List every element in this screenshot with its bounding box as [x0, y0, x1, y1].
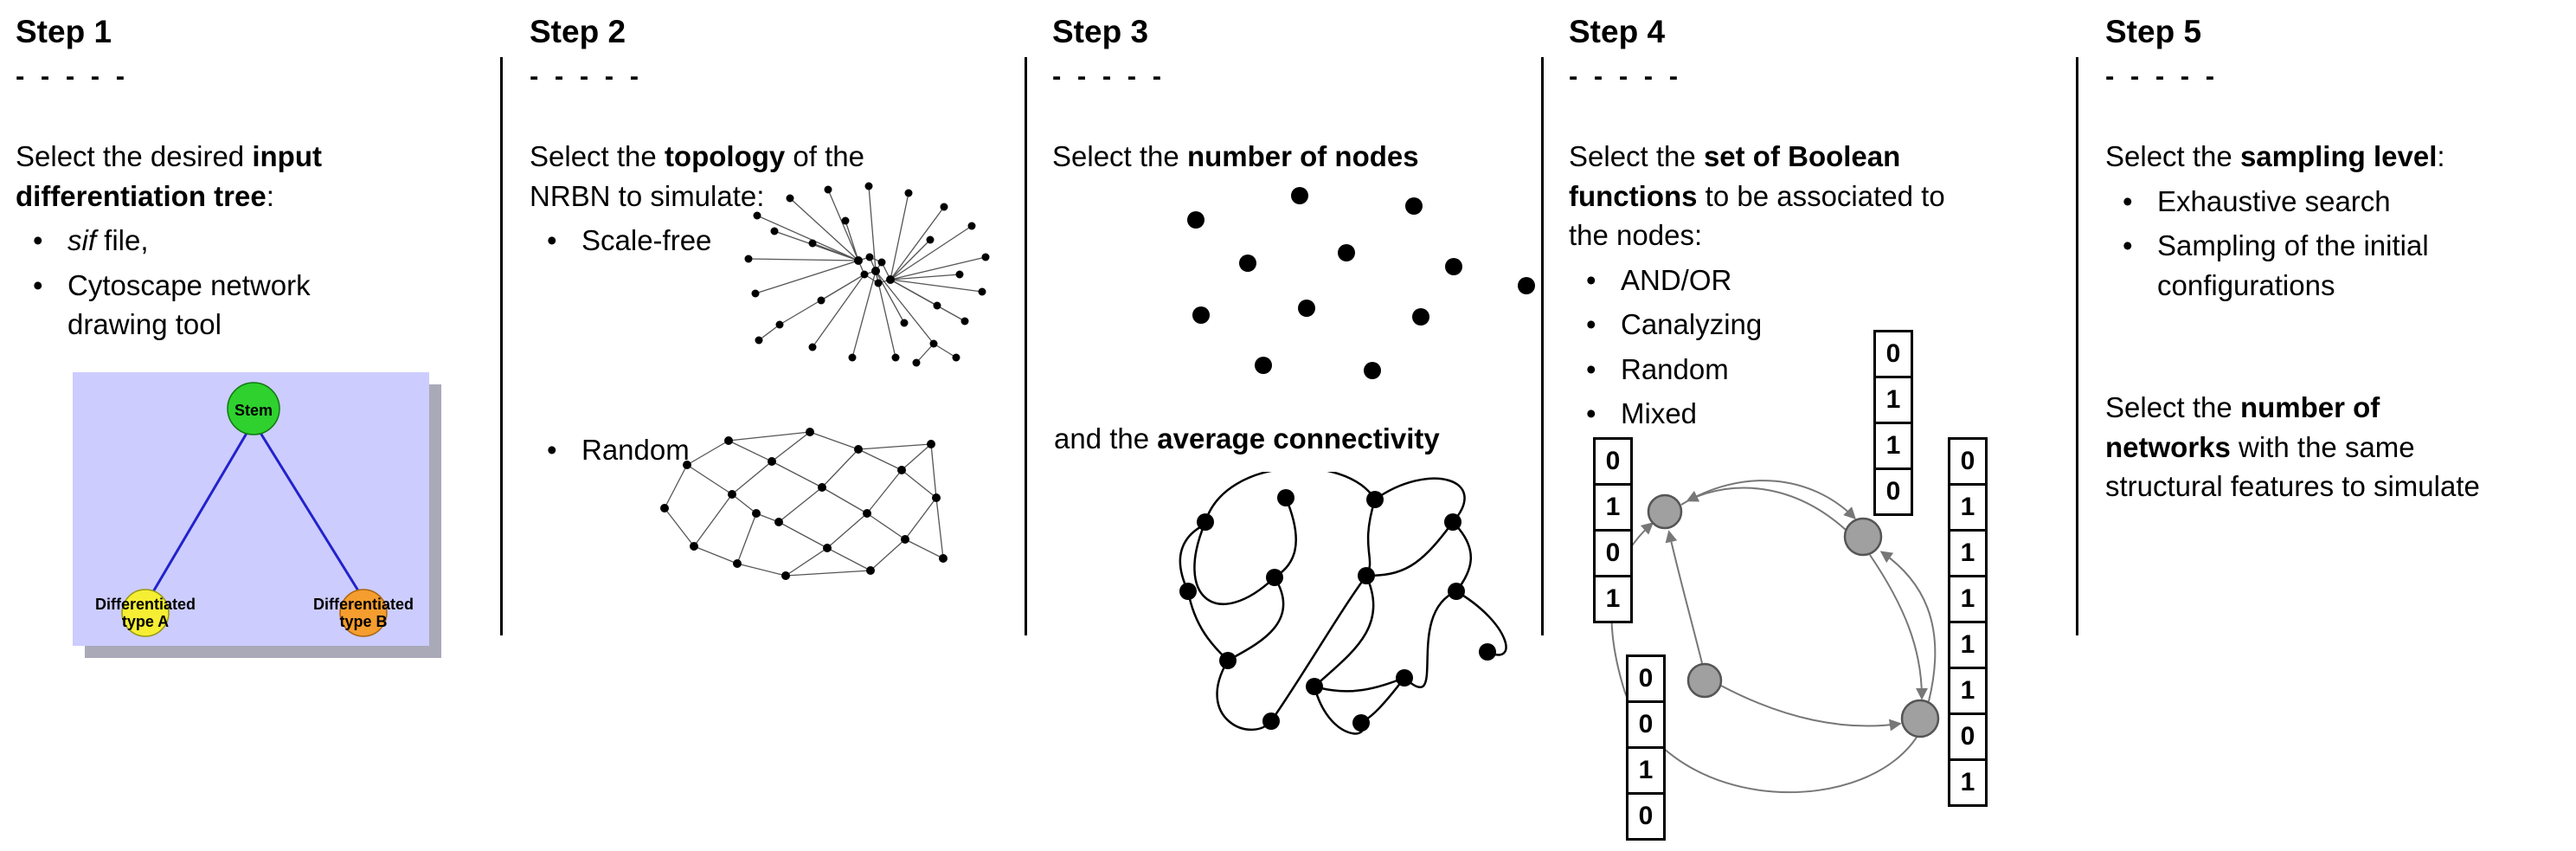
stem-label: Stem [234, 402, 273, 419]
truth-table-cell: 1 [1948, 667, 1988, 715]
column-divider [1025, 57, 1027, 635]
truth-table-cell: 0 [1873, 330, 1913, 378]
dashed-separator: - - - - - [530, 61, 644, 91]
type-b-node [339, 589, 388, 637]
step-title: Step 5 [2105, 14, 2202, 49]
truth-table-cell: 1 [1948, 758, 1988, 807]
truth-table-right: 0 1 1 1 1 1 0 1 [1948, 437, 1988, 807]
scale-free-network-graphic [744, 182, 990, 367]
tree-edges [147, 425, 365, 600]
truth-table-cell: 1 [1948, 621, 1988, 669]
truth-table-cell: 0 [1626, 654, 1666, 703]
dashed-separator: - - - - - [1052, 61, 1166, 91]
scale-free-nodes [744, 182, 990, 367]
step-3-panel: Step 3 - - - - - Select the number of no… [1052, 0, 1537, 851]
step-title: Step 4 [1569, 14, 1666, 49]
truth-table-cell: 0 [1626, 700, 1666, 749]
step-title: Step 1 [16, 14, 112, 49]
truth-table-cell: 0 [1948, 712, 1988, 761]
random-nodes [660, 428, 948, 580]
truth-table-left: 0 1 0 1 [1593, 437, 1633, 623]
truth-table-cell: 1 [1873, 422, 1913, 470]
boolean-network-nodes [1647, 493, 1940, 738]
truth-table-cell: 1 [1873, 376, 1913, 424]
connectivity-network-graphic [1179, 472, 1507, 735]
bullet-item-random: Random [530, 430, 1014, 470]
connectivity-edges [1179, 472, 1507, 735]
step-title: Step 3 [1052, 14, 1149, 49]
column-divider [500, 57, 503, 635]
step-description: Select the sampling level: [2105, 140, 2445, 172]
step-5-panel: Step 5 - - - - - Select the sampling lev… [2105, 0, 2573, 851]
step-2-panel: Step 2 - - - - - Select the topology of … [530, 0, 1014, 851]
bullet-item: Random [1569, 350, 2069, 390]
random-edges [664, 431, 944, 577]
column-divider [1541, 57, 1544, 635]
random-network-graphic [660, 428, 948, 580]
truth-table-cell: 0 [1626, 792, 1666, 841]
connectivity-text: and the average connectivity [1054, 422, 1440, 455]
type-b-label-line2: type B [339, 613, 387, 630]
type-b-label-line1: Differentiated [313, 596, 414, 613]
bullet-item: AND/OR [1569, 261, 2069, 300]
bullet-list: Scale-free Random [530, 221, 1014, 469]
step-description: Select the number of nodes [1052, 140, 1419, 172]
type-a-node [121, 589, 170, 637]
column-divider [2076, 57, 2078, 635]
bullet-list: AND/OR Canalyzing Random Mixed [1569, 261, 2069, 434]
type-a-label-line1: Differentiated [95, 596, 196, 613]
truth-table-cell: 0 [1593, 437, 1633, 486]
dashed-separator: - - - - - [16, 61, 130, 91]
step-title: Step 2 [530, 14, 626, 49]
truth-table-cell: 1 [1593, 575, 1633, 623]
truth-table-cell: 0 [1948, 437, 1988, 486]
scale-free-edges [748, 185, 986, 364]
bullet-list: Exhaustive search Sampling of the initia… [2105, 182, 2573, 306]
bullet-item: Mixed [1569, 394, 2069, 434]
type-a-label-line2: type A [122, 613, 169, 630]
connectivity-nodes [1179, 489, 1496, 732]
stem-node [227, 382, 280, 435]
truth-table-cell: 1 [1948, 483, 1988, 532]
truth-table-cell: 1 [1948, 529, 1988, 577]
truth-table-cell: 0 [1873, 467, 1913, 516]
bullet-item: sif file, [16, 221, 483, 261]
differentiation-tree-graphic: Stem Differentiated type A Differentiate… [73, 372, 441, 658]
bullet-item: Exhaustive search [2105, 182, 2573, 222]
truth-table-bottom: 0 0 1 0 [1626, 654, 1666, 841]
dot-nodes [1187, 187, 1535, 379]
truth-table-top: 0 1 1 0 [1873, 330, 1913, 516]
step-1-panel: Step 1 - - - - - Select the desired inpu… [16, 0, 483, 851]
truth-table-cell: 1 [1593, 483, 1633, 532]
bullet-item: Canalyzing [1569, 305, 2069, 345]
step-4-panel: Step 4 - - - - - Select the set of Boole… [1569, 0, 2069, 851]
dashed-separator: - - - - - [1569, 61, 1683, 91]
truth-table-cell: 1 [1948, 575, 1988, 623]
bullet-item-scale-free: Scale-free [530, 221, 1014, 261]
dashed-separator: - - - - - [2105, 61, 2219, 91]
nodes-dots-graphic [1187, 187, 1535, 379]
truth-table-cell: 0 [1593, 529, 1633, 577]
truth-table-cell: 1 [1626, 746, 1666, 795]
